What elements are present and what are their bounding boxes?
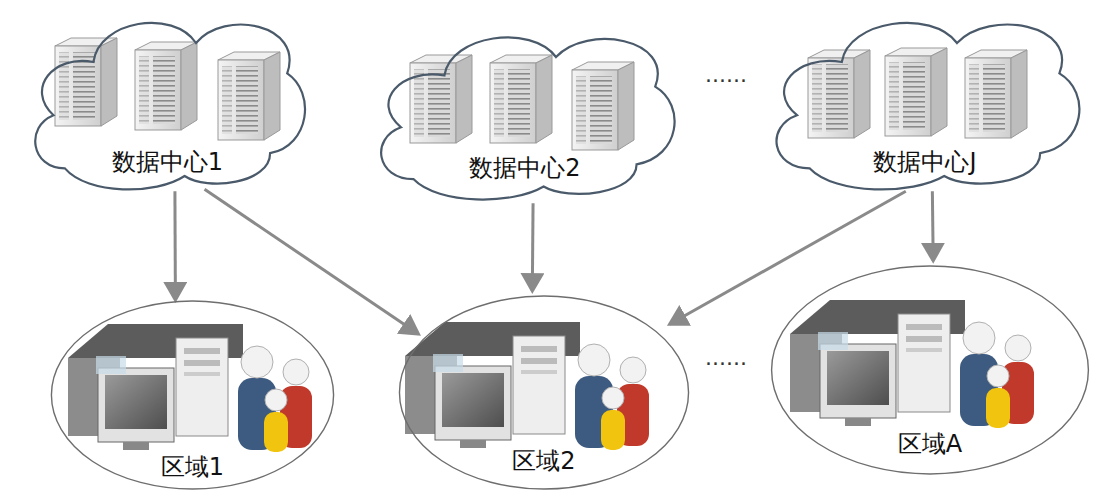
data-center-cloud: 数据中心2 <box>370 20 680 205</box>
node-label: 数据中心1 <box>112 148 223 177</box>
region-ellipse: 区域2 <box>398 295 690 490</box>
data-center-cloud: 数据中心J <box>765 5 1085 195</box>
region-ellipse: 区域1 <box>50 300 335 490</box>
node-label: 区域2 <box>512 447 575 476</box>
region-ellipse: 区域A <box>770 265 1090 475</box>
node-label: 数据中心2 <box>469 154 580 183</box>
arrow-connector <box>531 203 535 291</box>
arrow-connector <box>205 189 419 334</box>
arrow-connector <box>931 191 935 261</box>
arrow-connector <box>173 191 176 300</box>
data-center-cloud: 数据中心1 <box>25 5 310 195</box>
arrow-connector <box>670 191 906 324</box>
node-label: 区域1 <box>161 453 224 482</box>
node-label: 区域A <box>898 430 962 459</box>
node-label: 数据中心J <box>873 148 976 177</box>
ellipsis-label: ...... <box>705 345 747 370</box>
ellipsis-label: ...... <box>705 62 747 87</box>
